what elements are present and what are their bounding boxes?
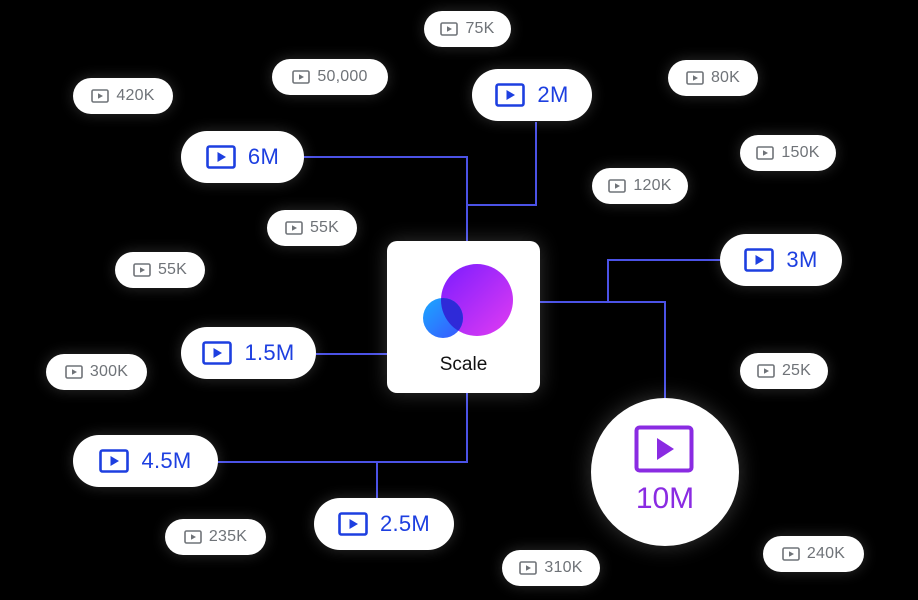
node-value: 80K bbox=[710, 69, 741, 86]
node-value: 310K bbox=[544, 559, 583, 576]
node-235k: 235K bbox=[165, 519, 266, 555]
node-value: 120K bbox=[633, 177, 672, 194]
node-120k: 120K bbox=[592, 168, 688, 204]
node-value: 150K bbox=[781, 144, 820, 161]
node-240k: 240K bbox=[763, 536, 864, 572]
play-icon bbox=[285, 221, 303, 235]
play-icon bbox=[782, 547, 800, 561]
play-icon bbox=[184, 530, 202, 544]
play-icon bbox=[202, 341, 233, 365]
node-2-5m: 2.5M bbox=[314, 498, 454, 550]
play-icon bbox=[495, 83, 526, 107]
node-value: 6M bbox=[247, 144, 280, 169]
node-300k: 300K bbox=[46, 354, 147, 390]
node-6m: 6M bbox=[181, 131, 304, 183]
node-1-5m: 1.5M bbox=[181, 327, 316, 379]
node-420k: 420K bbox=[73, 78, 173, 114]
node-55k-lower: 55K bbox=[115, 252, 205, 288]
node-value: 25K bbox=[781, 362, 812, 379]
node-value: 420K bbox=[116, 87, 155, 104]
node-value: 235K bbox=[208, 528, 248, 545]
play-icon bbox=[99, 449, 130, 473]
play-icon bbox=[608, 179, 627, 193]
play-icon bbox=[686, 71, 704, 85]
play-icon bbox=[519, 561, 538, 575]
node-80k: 80K bbox=[668, 60, 758, 96]
play-icon bbox=[206, 145, 236, 169]
node-4-5m: 4.5M bbox=[73, 435, 218, 487]
node-value: 55K bbox=[157, 261, 188, 278]
node-2m: 2M bbox=[472, 69, 592, 121]
connector-2m bbox=[467, 122, 537, 206]
node-3m: 3M bbox=[720, 234, 842, 286]
play-icon bbox=[91, 89, 110, 103]
node-value: 75K bbox=[465, 20, 495, 37]
scale-hub-card: Scale bbox=[387, 241, 540, 393]
connector-3m bbox=[607, 259, 720, 302]
play-icon bbox=[756, 146, 775, 160]
node-value: 1.5M bbox=[244, 340, 295, 365]
node-55k-upper: 55K bbox=[267, 210, 357, 246]
play-icon bbox=[634, 425, 694, 473]
node-310k: 310K bbox=[502, 550, 600, 586]
node-value: 55K bbox=[309, 219, 340, 236]
connector-6m bbox=[300, 156, 468, 241]
hub-label: Scale bbox=[439, 354, 488, 375]
play-icon bbox=[440, 22, 459, 36]
overlapping-circles-icon bbox=[423, 264, 513, 338]
node-value: 50,000 bbox=[317, 68, 368, 85]
connector-45m bbox=[215, 393, 468, 463]
node-75k: 75K bbox=[424, 11, 511, 47]
node-value: 2M bbox=[537, 82, 569, 107]
play-icon bbox=[292, 70, 311, 84]
node-value: 300K bbox=[89, 363, 129, 380]
connector-10m bbox=[540, 301, 666, 398]
play-icon bbox=[744, 248, 775, 272]
play-icon bbox=[338, 512, 368, 536]
node-10m-highlight: 10M bbox=[591, 398, 739, 546]
node-value: 4.5M bbox=[141, 448, 192, 473]
node-value: 2.5M bbox=[379, 511, 431, 536]
play-icon bbox=[757, 364, 775, 378]
node-value: 3M bbox=[786, 247, 818, 272]
node-50000: 50,000 bbox=[272, 59, 388, 95]
node-value: 10M bbox=[635, 482, 695, 515]
play-icon bbox=[65, 365, 83, 379]
node-value: 240K bbox=[806, 545, 846, 562]
node-150k: 150K bbox=[740, 135, 836, 171]
play-icon bbox=[133, 263, 151, 277]
node-25k: 25K bbox=[740, 353, 828, 389]
